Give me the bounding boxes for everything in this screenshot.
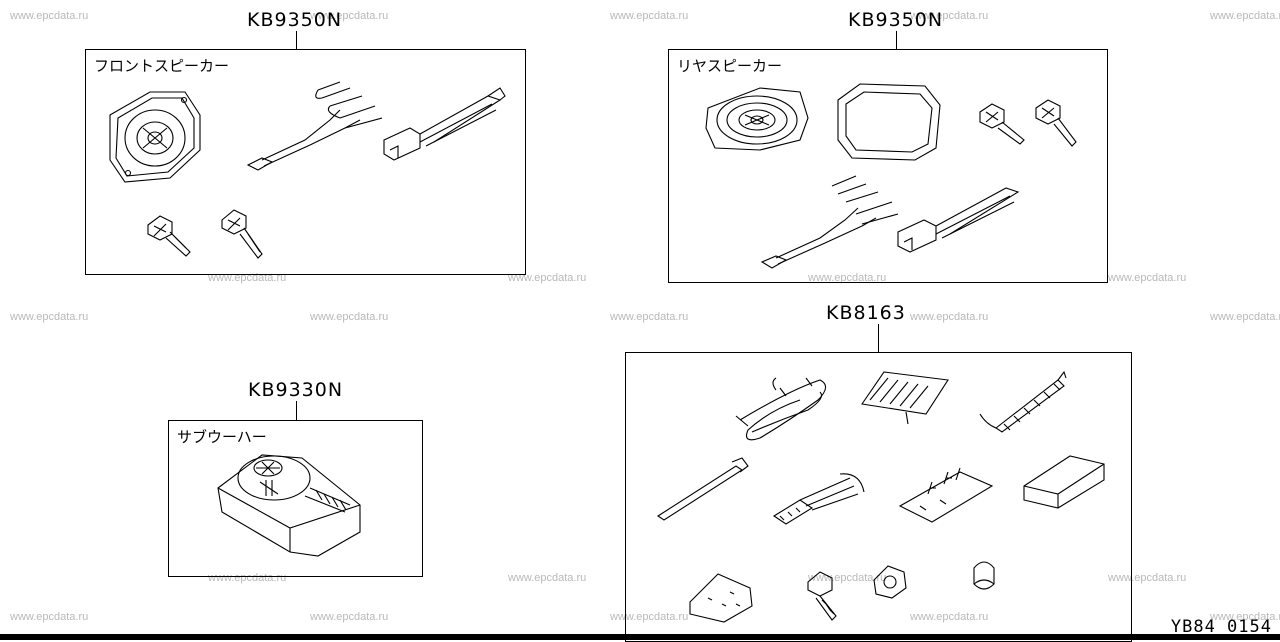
front-speaker-label: フロントスピーカー (94, 57, 230, 75)
watermark: www.epcdata.ru (208, 272, 287, 284)
subwoofer-icon (217, 454, 361, 557)
watermark: www.epcdata.ru (610, 311, 689, 323)
watermark: www.epcdata.ru (1108, 272, 1187, 284)
wire-harness-icon (246, 81, 506, 171)
bottom-border (0, 634, 1280, 640)
watermark: www.epcdata.ru (1210, 311, 1280, 323)
bracket-icon (898, 467, 994, 523)
watermark: www.epcdata.ru (10, 311, 89, 323)
watermark: www.epcdata.ru (1210, 10, 1280, 22)
front-speaker-box: フロントスピーカー (85, 49, 526, 275)
leader-line (296, 31, 297, 49)
watermark: www.epcdata.ru (10, 611, 89, 623)
rear-speaker-box: リヤスピーカー (668, 49, 1108, 283)
watermark: www.epcdata.ru (1108, 572, 1187, 584)
watermark: www.epcdata.ru (910, 611, 989, 623)
watermark: www.epcdata.ru (910, 311, 989, 323)
nut-icon (873, 565, 907, 599)
figure-number: YB84 0154 (1170, 617, 1272, 637)
leader-line (296, 401, 297, 420)
watermark: www.epcdata.ru (208, 572, 287, 584)
watermark: www.epcdata.ru (310, 311, 389, 323)
mount-plate-icon (689, 573, 753, 623)
cap-icon (973, 561, 995, 590)
part-code-front[interactable]: KB9350N (247, 9, 343, 31)
watermark: www.epcdata.ru (310, 611, 389, 623)
watermark: www.epcdata.ru (808, 572, 887, 584)
rear-speaker-label: リヤスピーカー (677, 57, 783, 75)
connector-icon (772, 473, 865, 525)
wire-harness-icon (760, 175, 1020, 269)
cable-tie-icon (656, 457, 749, 521)
watermark: www.epcdata.ru (610, 10, 689, 22)
watermark: www.epcdata.ru (610, 611, 689, 623)
watermark: www.epcdata.ru (1210, 611, 1280, 623)
speaker-gasket-icon (837, 83, 941, 161)
watermark: www.epcdata.ru (910, 10, 989, 22)
watermark: www.epcdata.ru (508, 572, 587, 584)
watermark: www.epcdata.ru (808, 272, 887, 284)
antenna-screw-icon (979, 370, 1067, 433)
bolt-icon (807, 571, 837, 621)
oval-speaker-icon (705, 87, 809, 151)
watermark: www.epcdata.ru (10, 10, 89, 22)
part-code-accessory[interactable]: KB8163 (826, 302, 906, 324)
screw-icon (147, 215, 191, 257)
pad-icon (861, 371, 949, 425)
subwoofer-box: サブウーハー (168, 420, 423, 577)
double-tape-icon (1023, 455, 1105, 509)
screw-icon (221, 209, 263, 259)
watermark: www.epcdata.ru (508, 272, 587, 284)
leader-line (878, 324, 879, 352)
part-code-rear[interactable]: KB9350N (848, 9, 944, 31)
subwoofer-label: サブウーハー (177, 428, 267, 446)
part-code-subwoofer[interactable]: KB9330N (248, 379, 344, 401)
speaker-icon (109, 91, 201, 183)
screw-icon (1035, 99, 1077, 147)
leader-line (896, 31, 897, 49)
cable-coil-icon (735, 377, 827, 441)
screw-icon (979, 103, 1025, 145)
watermark: www.epcdata.ru (310, 10, 389, 22)
